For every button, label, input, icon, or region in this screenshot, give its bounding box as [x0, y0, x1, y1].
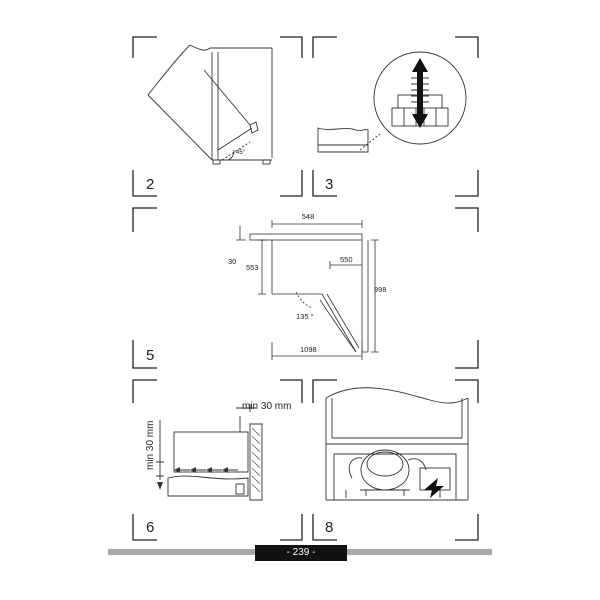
- corner-mark: [280, 36, 303, 58]
- page-number: - 239 -: [255, 545, 347, 561]
- corner-mark: [455, 514, 479, 541]
- corner-mark: [312, 170, 337, 197]
- corner-mark: [455, 379, 479, 403]
- dimension-total-height: 998: [374, 285, 387, 294]
- corner-mark: [455, 170, 479, 197]
- figure-number: 3: [325, 176, 333, 193]
- corner-mark: [312, 514, 337, 541]
- figure-number: 2: [146, 176, 154, 193]
- adjust-arrow-icon: [412, 58, 428, 128]
- pointer-arrow-icon: [424, 478, 444, 498]
- corner-mark: [312, 379, 337, 403]
- dimension-top: 548: [302, 212, 315, 221]
- dimension-left-small: 30: [228, 257, 236, 266]
- airflow-arrows-icon: [157, 467, 238, 490]
- tilt-angle-label: 45°: [236, 150, 246, 156]
- corner-mark: [132, 379, 157, 403]
- corner-mark: [132, 514, 157, 541]
- corner-marks: [132, 36, 479, 541]
- figure-number: 5: [146, 347, 154, 364]
- corner-mark: [455, 36, 479, 58]
- clearance-top-label: min 30 mm: [242, 401, 291, 412]
- clearance-side-label: min 30 mm: [145, 421, 156, 470]
- zoom-circle: [373, 51, 467, 145]
- figure-3-leveling-foot: [317, 51, 467, 153]
- corner-mark: [132, 207, 157, 232]
- figure-number: 6: [146, 519, 154, 536]
- corner-mark: [455, 207, 479, 232]
- corner-mark: [455, 340, 479, 369]
- corner-mark: [280, 379, 303, 403]
- dimension-height: 553: [246, 263, 259, 272]
- corner-mark: [280, 514, 303, 541]
- figure-5-door-dimensions: [236, 220, 379, 360]
- corner-mark: [132, 340, 157, 369]
- corner-mark: [280, 170, 303, 197]
- corner-mark: [312, 36, 337, 58]
- corner-mark: [132, 36, 157, 58]
- corner-mark: [132, 170, 157, 197]
- figure-8-compressor-compartment: [325, 387, 469, 501]
- figure-number: 8: [325, 519, 333, 536]
- dimension-angle: 135 °: [296, 312, 314, 321]
- dimension-depth: 550: [340, 255, 353, 264]
- figure-2-tilted-freezer: [147, 44, 273, 165]
- figure-6-ventilation-clearance: [156, 404, 263, 501]
- dimension-bottom: 1098: [300, 345, 317, 354]
